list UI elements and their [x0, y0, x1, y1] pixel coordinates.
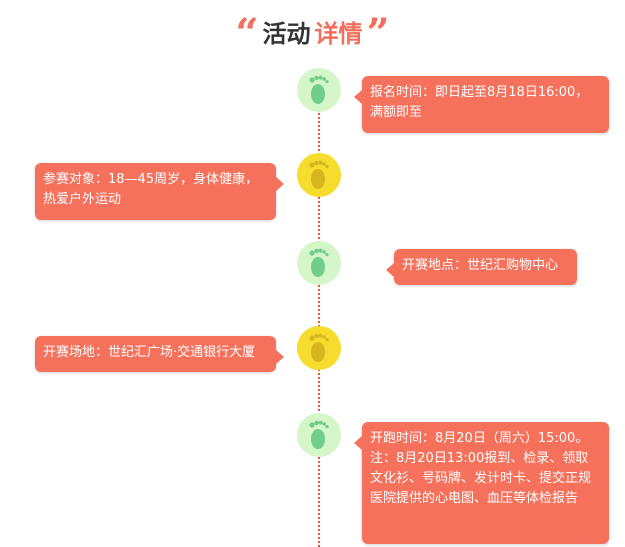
- footprint-icon: [309, 420, 329, 449]
- title-part-1: 活动: [262, 20, 311, 48]
- timeline-item-text: 开赛场地：世纪汇广场·交通银行大厦: [43, 345, 256, 360]
- timeline-item-text: 开跑时间：8月20日（周六）15:00。注：8月20日13:00报到、检录、领取…: [370, 431, 592, 506]
- footprint-icon: [309, 160, 329, 189]
- footprint-circle-4: [297, 326, 341, 370]
- timeline-item-text: 报名时间：即日起至8月18日16:00，满额即至: [370, 85, 589, 120]
- footprint-icon: [309, 248, 329, 277]
- footprint-icon: [309, 75, 329, 104]
- footprint-circle-2: [297, 153, 341, 197]
- timeline-item-4: 开赛场地：世纪汇广场·交通银行大厦: [35, 336, 284, 372]
- timeline-item-5: 开跑时间：8月20日（周六）15:00。注：8月20日13:00报到、检录、领取…: [354, 422, 609, 544]
- timeline-item-1: 报名时间：即日起至8月18日16:00，满额即至: [354, 76, 609, 133]
- footprint-icon: [309, 333, 329, 362]
- footprint-circle-5: [297, 413, 341, 457]
- timeline-item-text: 参赛对象：18—45周岁，身体健康，热爱户外运动: [43, 172, 259, 207]
- timeline-item-3: 开赛地点：世纪汇购物中心: [386, 249, 577, 285]
- footprint-circle-3: [297, 241, 341, 285]
- close-quote-mark: ”: [366, 10, 390, 57]
- timeline-item-2: 参赛对象：18—45周岁，身体健康，热爱户外运动: [35, 163, 284, 220]
- footprint-circle-1: [297, 68, 341, 112]
- section-title: “活动详情”: [0, 12, 625, 56]
- timeline-item-text: 开赛地点：世纪汇购物中心: [402, 258, 559, 273]
- open-quote-mark: “: [235, 10, 259, 57]
- title-part-2: 详情: [314, 20, 363, 48]
- timeline-line: [318, 90, 320, 547]
